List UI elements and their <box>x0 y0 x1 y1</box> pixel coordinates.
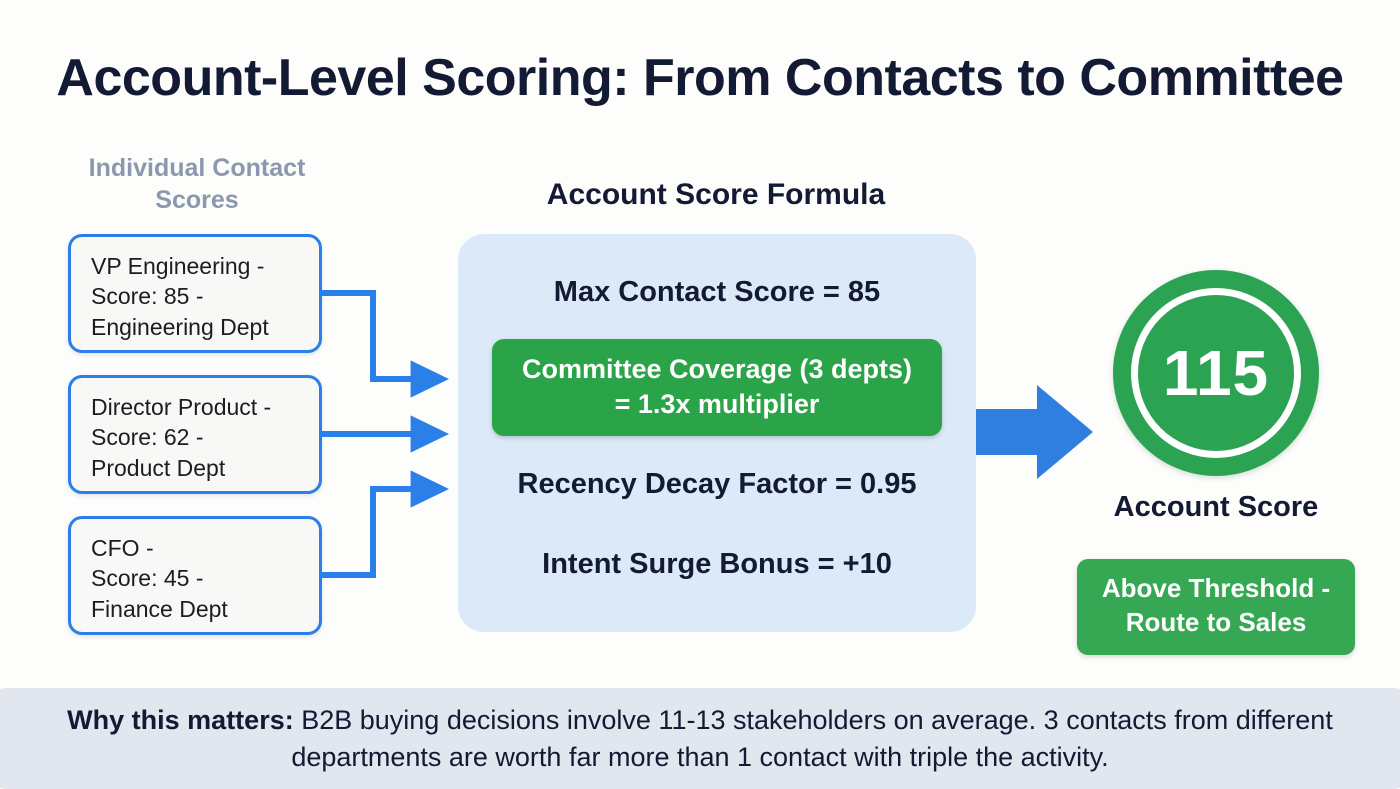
formula-recency-decay: Recency Decay Factor = 0.95 <box>517 468 917 501</box>
formula-max-contact-score: Max Contact Score = 85 <box>553 276 881 308</box>
account-score-circle: 115 <box>1113 270 1319 476</box>
contact-card-vp-engineering[interactable]: VP Engineering - Score: 85 - Engineering… <box>68 234 322 353</box>
account-score-caption: Account Score <box>1113 491 1319 523</box>
footer-banner: Why this matters: B2B buying decisions i… <box>0 688 1400 789</box>
contact-score: Score: 85 - <box>91 283 204 310</box>
formula-committee-coverage-highlight: Committee Coverage (3 depts) = 1.3x mult… <box>492 339 942 437</box>
committee-coverage-line-1: Committee Coverage (3 depts) <box>521 354 913 384</box>
committee-coverage-line-2: = 1.3x multiplier <box>614 388 820 419</box>
main-result-arrow <box>975 385 1093 479</box>
footer-body: B2B buying decisions involve 11-13 stake… <box>291 705 1333 772</box>
footer-lead: Why this matters: <box>67 705 294 736</box>
contact-card-cfo[interactable]: CFO - Score: 45 - Finance Dept <box>68 516 322 635</box>
contact-name: VP Engineering - <box>91 253 265 279</box>
contact-score: Score: 62 - <box>91 424 204 451</box>
contact-name: Director Product - <box>91 394 272 420</box>
contact-card-director-product[interactable]: Director Product - Score: 62 - Product D… <box>68 375 322 494</box>
status-badge-above-threshold[interactable]: Above Threshold - Route to Sales <box>1077 559 1355 655</box>
contact-name: CFO - <box>91 535 154 561</box>
contact-score: Score: 45 - <box>91 565 204 592</box>
account-score-formula-heading: Account Score Formula <box>546 178 886 211</box>
badge-line-1: Above Threshold - <box>1101 573 1331 603</box>
formula-intent-surge: Intent Surge Bonus = +10 <box>542 548 892 581</box>
footer-text: Why this matters: B2B buying decisions i… <box>60 702 1340 775</box>
page-title: Account-Level Scoring: From Contacts to … <box>56 49 1344 107</box>
individual-contact-scores-heading: Individual Contact Scores <box>88 154 306 214</box>
account-score-formula-panel: Max Contact Score = 85 Committee Coverag… <box>458 234 976 632</box>
contact-department: Engineering Dept <box>91 313 269 340</box>
contact-department: Product Dept <box>91 454 226 481</box>
connector-arrow-1 <box>322 290 449 398</box>
connector-arrow-3 <box>322 470 449 578</box>
contact-department: Finance Dept <box>91 595 228 622</box>
score-circle-ring <box>1131 288 1301 458</box>
account-score-value: 115 <box>1162 337 1270 409</box>
badge-line-2: Route to Sales <box>1125 606 1307 637</box>
